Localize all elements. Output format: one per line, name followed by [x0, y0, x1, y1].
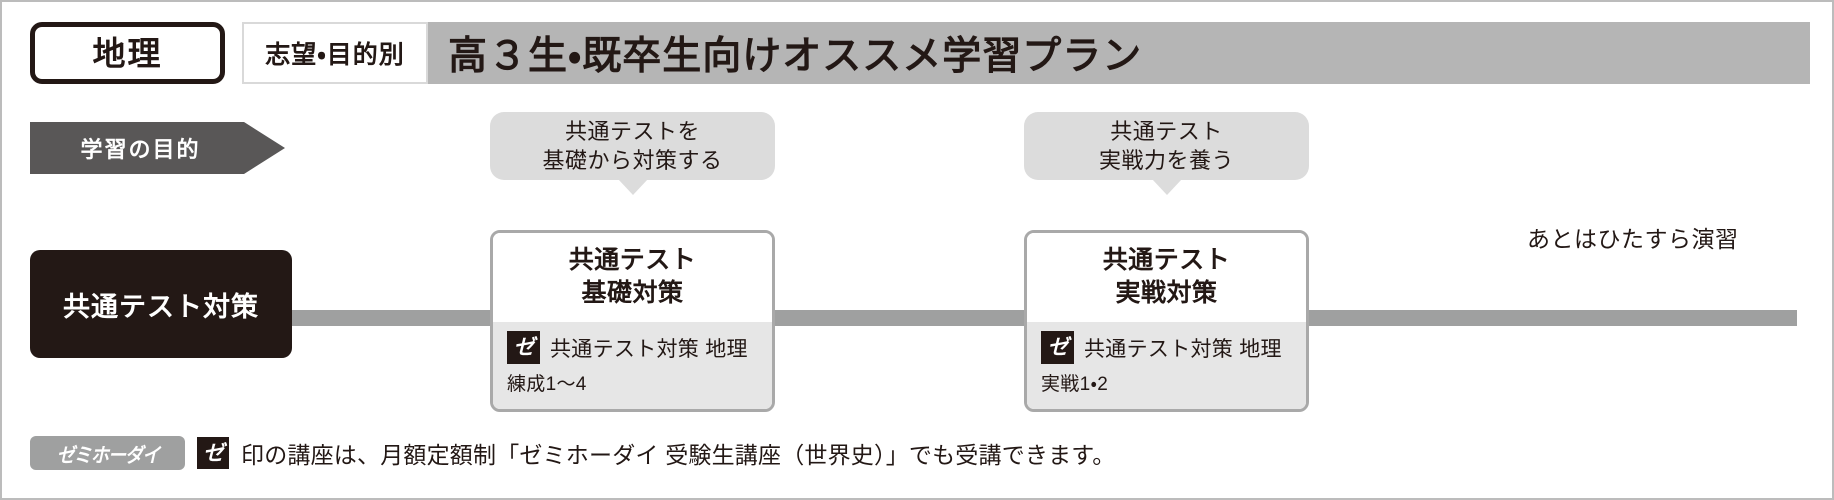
- footer-note-text: 印の講座は、月額定額制「ゼミホーダイ 受験生講座（世界史）」でも受講できます。: [241, 442, 1116, 468]
- callout-bubble-basic: 共通テストを 基礎から対策する: [490, 112, 775, 195]
- course-sub-label: 練成1〜4: [507, 374, 587, 395]
- subject-tag-label: 地理: [92, 34, 163, 72]
- zemi-hodai-badge-label: ゼミホーダイ: [56, 444, 160, 467]
- course-card-header: 共通テスト 基礎対策: [493, 233, 772, 322]
- page-title-text: 高３生・既卒生向けオススメ学習プラン: [448, 35, 1143, 78]
- subject-tag: 地理: [30, 22, 225, 84]
- callout-bubble-line2: 実戦力を養う: [1098, 148, 1234, 173]
- zemi-hodai-mark-icon: ゼ: [1041, 331, 1074, 364]
- callout-bubble-line1: 共通テスト: [1110, 118, 1223, 144]
- title-kicker-label: 志望・目的別: [265, 41, 405, 69]
- purpose-arrow: 学習の目的: [30, 122, 285, 174]
- purpose-arrow-label: 学習の目的: [80, 137, 201, 162]
- course-card-title-line2: 実戦対策: [1115, 279, 1218, 307]
- course-card-title-line2: 基礎対策: [581, 279, 684, 307]
- course-card-title-line1: 共通テスト: [568, 246, 697, 274]
- course-row: ゼ 共通テスト対策 地理: [1041, 331, 1292, 364]
- stage-label-common-test: 共通テスト対策: [30, 250, 292, 358]
- zemi-hodai-badge: ゼミホーダイ: [30, 436, 185, 470]
- title-kicker: 志望・目的別: [242, 22, 428, 84]
- callout-bubble-line2: 基礎から対策する: [542, 148, 723, 173]
- callout-bubble-line1: 共通テストを: [564, 118, 700, 144]
- callout-bubble-practical: 共通テスト 実戦力を養う: [1024, 112, 1309, 195]
- course-card-header: 共通テスト 実戦対策: [1027, 233, 1306, 322]
- title-bar: 志望・目的別 高３生・既卒生向けオススメ学習プラン: [242, 22, 1810, 84]
- course-card-basic[interactable]: 共通テスト 基礎対策 ゼ 共通テスト対策 地理 練成1〜4: [490, 230, 775, 412]
- zemi-hodai-mark-icon: ゼ: [507, 331, 540, 364]
- course-name: 共通テスト対策 地理: [550, 337, 748, 361]
- course-card-title-line1: 共通テスト: [1102, 246, 1231, 274]
- course-sub-label: 実戦1・2: [1041, 374, 1109, 395]
- zemi-hodai-mark-icon: ゼ: [197, 437, 229, 469]
- footer-note: ゼミホーダイ ゼ 印の講座は、月額定額制「ゼミホーダイ 受験生講座（世界史）」で…: [30, 436, 1115, 470]
- course-name: 共通テスト対策 地理: [1084, 337, 1282, 361]
- stage-label-text: 共通テスト対策: [63, 291, 259, 322]
- course-card-body: ゼ 共通テスト対策 地理 練成1〜4: [493, 322, 772, 409]
- course-row: ゼ 共通テスト対策 地理: [507, 331, 758, 364]
- page-title: 高３生・既卒生向けオススメ学習プラン: [428, 22, 1142, 84]
- course-card-body: ゼ 共通テスト対策 地理 実戦1・2: [1027, 322, 1306, 409]
- trailing-note: あとはひたすら演習: [1527, 226, 1739, 252]
- course-card-practical[interactable]: 共通テスト 実戦対策 ゼ 共通テスト対策 地理 実戦1・2: [1024, 230, 1309, 412]
